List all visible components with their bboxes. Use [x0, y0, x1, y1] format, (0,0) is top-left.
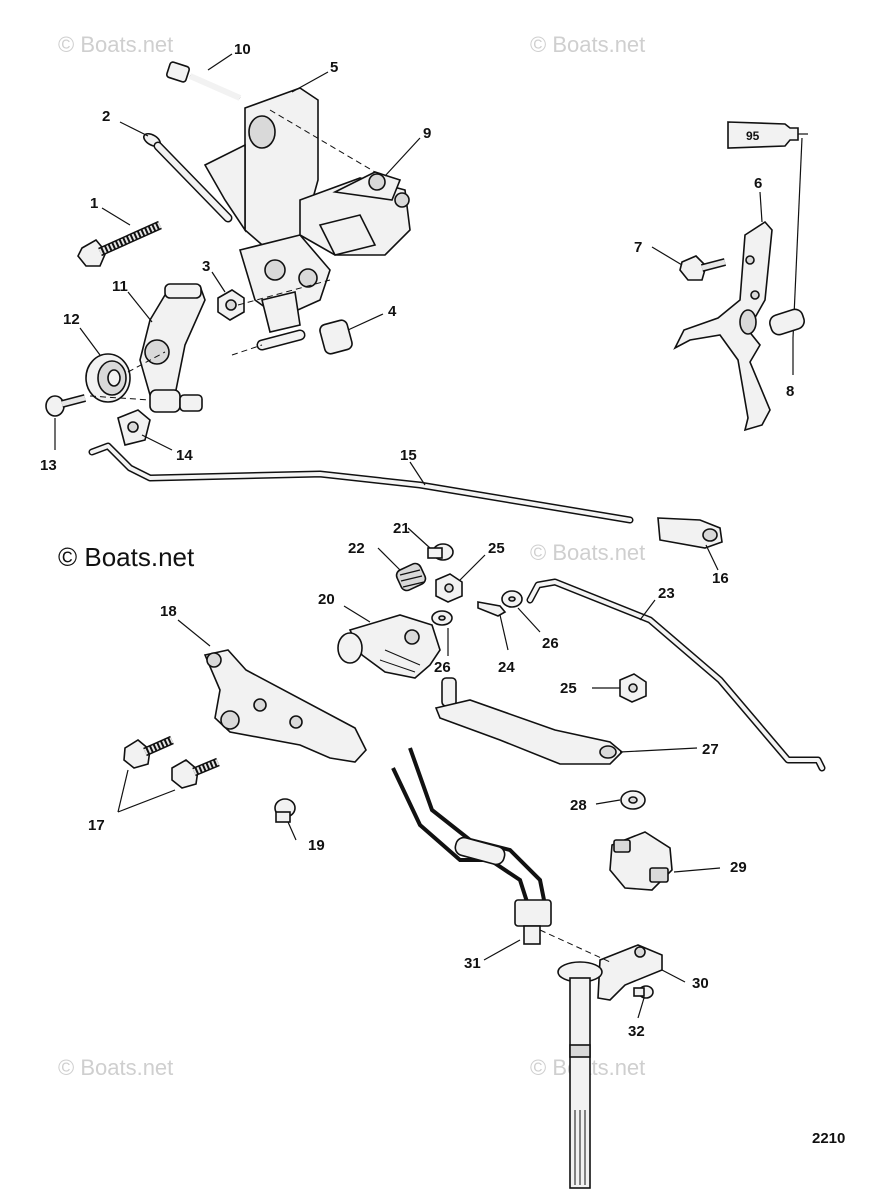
callout-17: 17: [88, 817, 105, 834]
callout-10: 10: [234, 41, 251, 58]
rod-15: [88, 442, 634, 524]
callout-32: 32: [628, 1023, 645, 1040]
lever-11: [139, 283, 206, 413]
callout-13: 13: [40, 457, 57, 474]
callout-24: 24: [498, 659, 515, 676]
callout-4: 4: [388, 303, 397, 320]
callout-30: 30: [692, 975, 709, 992]
bushing-4: [256, 319, 353, 355]
nut-3: [217, 289, 245, 321]
callout-29: 29: [730, 859, 747, 876]
leader-lines: [54, 53, 794, 1019]
callout-20: 20: [318, 591, 335, 608]
callout-3: 3: [202, 258, 210, 275]
callout-11: 11: [112, 278, 128, 295]
callout-2: 2: [102, 108, 110, 125]
callout-22: 22: [348, 540, 365, 557]
alignment-line: [539, 929, 611, 963]
callout-21: 21: [393, 520, 410, 537]
plate-18: [203, 649, 367, 763]
callout-7: 7: [634, 239, 642, 256]
alignment-line: [269, 109, 376, 173]
bolt-1: [77, 220, 162, 267]
watermark-mid-right: © Boats.net: [530, 540, 645, 565]
lever-27: [434, 677, 624, 765]
screw-32: [633, 985, 654, 999]
nut-25b: [619, 673, 647, 703]
shaft: [557, 961, 603, 1189]
bushing-8: [769, 308, 805, 336]
callout-25: 25: [488, 540, 505, 557]
switch-29: [609, 831, 673, 891]
sealant-tube: 95: [727, 121, 808, 339]
watermark-bottom-left: © Boats.net: [58, 1055, 173, 1080]
callout-27: 27: [702, 741, 719, 758]
bracket-6: [673, 220, 773, 432]
callout-15: 15: [400, 447, 417, 464]
screw-19: [274, 798, 296, 823]
callout-19: 19: [308, 837, 325, 854]
alignment-line: [89, 395, 151, 401]
link-16: [657, 517, 723, 549]
nut-28: [620, 790, 646, 810]
callout-9: 9: [423, 125, 431, 142]
bracket-20: [337, 614, 441, 679]
watermark-bold: © Boats.net: [58, 542, 195, 572]
alignment-line: [237, 279, 331, 306]
callout-5: 5: [330, 59, 338, 76]
callout-31: 31: [464, 955, 481, 972]
callout-16: 16: [712, 570, 729, 587]
pin-2: [143, 132, 233, 223]
callout-26b: 26: [542, 635, 559, 652]
sealant-tube-label: 95: [746, 129, 760, 143]
callout-6: 6: [754, 175, 762, 192]
callout-14: 14: [176, 447, 193, 464]
callout-23: 23: [658, 585, 675, 602]
alignment-line: [127, 351, 166, 373]
harness-31: [391, 747, 552, 945]
screw-13: [45, 394, 87, 417]
washer-26: [431, 590, 523, 626]
callout-8: 8: [786, 383, 794, 400]
cotter-pin-24: [477, 601, 507, 617]
screw-7: [679, 255, 727, 281]
nut-25: [435, 573, 463, 603]
callout-25b: 25: [560, 680, 577, 697]
callout-18: 18: [160, 603, 177, 620]
pulley-12: [85, 353, 131, 403]
watermark-top-right: © Boats.net: [530, 32, 645, 57]
screw-21: [427, 543, 454, 561]
bracket-9: [299, 171, 411, 256]
alignment-line: [231, 344, 263, 356]
screws-17: [123, 735, 220, 789]
watermark-top-left: © Boats.net: [58, 32, 173, 57]
spring-22: [395, 562, 427, 592]
callout-12: 12: [63, 311, 80, 328]
bracket-30: [597, 944, 663, 1001]
callout-1: 1: [90, 195, 98, 212]
clip-14: [117, 409, 151, 446]
rod-23: [526, 578, 826, 772]
bolt-10: [165, 61, 242, 101]
callout-28: 28: [570, 797, 587, 814]
figure-number: 2210: [812, 1130, 845, 1147]
callout-26a: 26: [434, 659, 451, 676]
